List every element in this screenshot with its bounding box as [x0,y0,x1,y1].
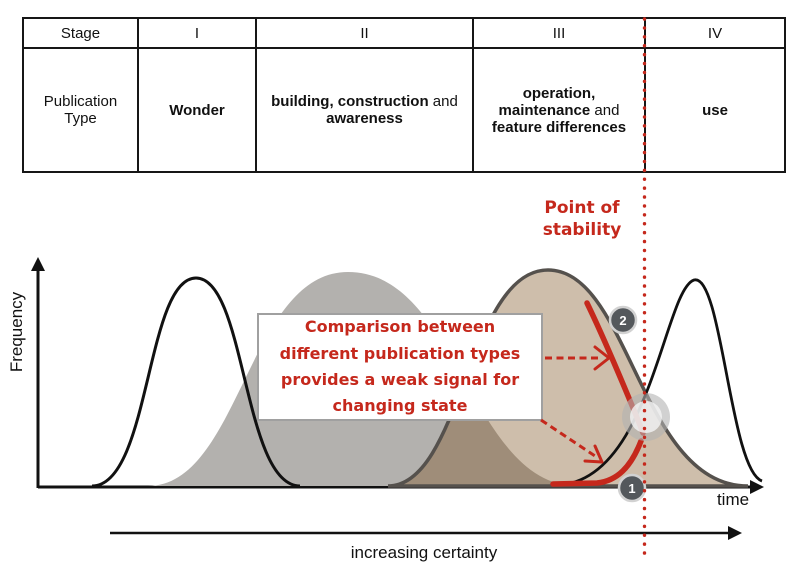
comparison-note-box: Comparison between different publication… [257,313,543,421]
marker-1-badge: 1 [617,473,647,503]
certainty-arrow: increasing certainty [110,526,742,562]
point-of-stability-label: Point of stability [542,198,622,240]
red-highlight-declining-curve [584,300,646,436]
cell-stage-iii: operation, maintenance and feature diffe… [472,47,646,173]
table-corner-label: Stage [22,17,139,49]
red-highlight-emerging-curve [550,438,644,487]
curve-stage-4-black [555,278,763,487]
comparison-note-text: Comparison between different publication… [279,317,521,416]
row-label-publication-type: Publication Type [22,47,139,173]
marker-2-badge: 2 [608,305,638,335]
lens-inner [630,401,662,433]
stage-table: Stage I II III IV Publication Type Wonde… [22,17,786,173]
note-arrow-right-head [593,345,611,371]
stage-header-iv: IV [644,17,786,49]
lens-outer-ring [622,393,670,441]
certainty-label: increasing certainty [351,543,498,562]
cell-stage-i: Wonder [137,47,257,173]
stage-header-iii: III [472,17,646,49]
note-arrow-right [545,345,611,371]
note-arrow-down-head [583,444,604,464]
stage-header-ii: II [255,17,474,49]
marker-2-circle [608,305,638,335]
note-arrow-down [540,418,604,464]
marker-1-number: 1 [628,481,635,496]
certainty-arrowhead [728,526,742,540]
x-axis-label: time [717,490,749,509]
crossing-lens-circle [622,393,670,441]
x-axis-arrowhead [750,480,764,494]
marker-2-number: 2 [619,313,626,328]
stage-header-i: I [137,17,257,49]
y-axis-label: Frequency [7,291,26,372]
cell-stage-ii: building, construction and awareness [255,47,474,173]
cell-stage-iv: use [644,47,786,173]
y-axis-arrowhead [31,257,45,271]
marker-1-circle [617,473,647,503]
